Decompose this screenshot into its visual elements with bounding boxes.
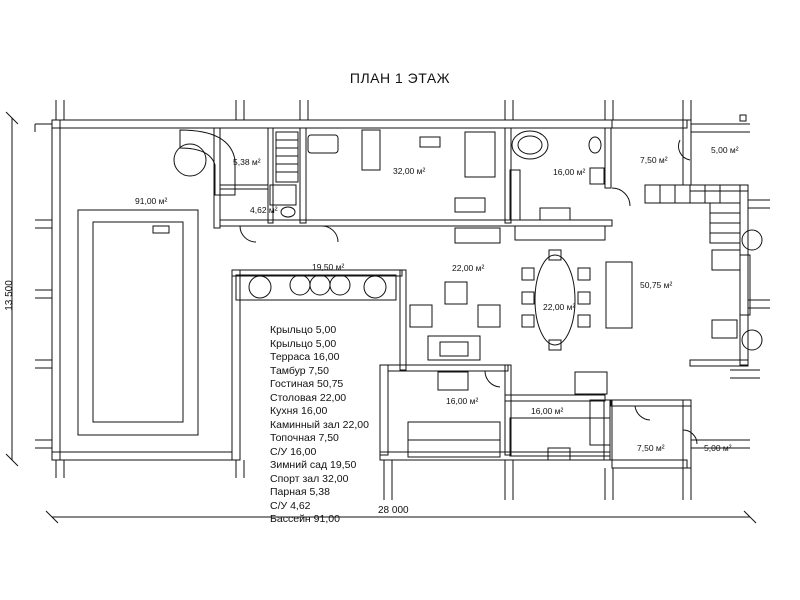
area-label-dining: 22,00 м²	[543, 302, 576, 312]
area-label-vestibule: 7,50 м²	[637, 443, 665, 453]
winter-garden-furniture	[236, 275, 396, 300]
area-label-porch-bottom: 5,00 м²	[704, 443, 732, 453]
fireplace-furniture	[410, 228, 500, 390]
dimension-lines	[6, 112, 756, 523]
legend-item: Столовая 22,00	[270, 391, 347, 404]
area-label-boiler-room: 7,50 м²	[640, 155, 668, 165]
legend-item: Парная 5,38	[270, 486, 330, 498]
sauna-furniture	[174, 130, 298, 217]
plan-title: ПЛАН 1 ЭТАЖ	[349, 70, 451, 86]
area-label-fireplace-hall: 22,00 м²	[452, 263, 485, 273]
legend-item: Гостиная 50,75	[270, 378, 344, 390]
legend-item: С/У 16,00	[270, 445, 317, 458]
log-ends	[35, 100, 770, 500]
interior-walls	[214, 128, 691, 455]
legend-item: Тамбур 7,50	[270, 364, 329, 377]
area-label-kitchen: 16,00 м²	[531, 406, 564, 416]
legend-item: Спорт зал 32,00	[270, 472, 349, 485]
pool	[78, 210, 198, 435]
legend-item: Крыльцо 5,00	[270, 324, 337, 336]
legend-item: Топочная 7,50	[270, 432, 339, 444]
area-label-living: 50,75 м²	[640, 280, 673, 290]
room-legend: Крыльцо 5,00 Крыльцо 5,00 Терраса 16,00 …	[270, 324, 369, 527]
living-furniture	[515, 226, 762, 350]
kitchen-furniture	[408, 372, 610, 460]
legend-item: Крыльцо 5,00	[270, 337, 337, 350]
height-dimension: 13 500	[3, 280, 15, 311]
legend-item: С/У 4,62	[270, 499, 311, 512]
dining-furniture	[522, 250, 590, 350]
area-label-pool: 91,00 м²	[135, 196, 168, 206]
doors	[240, 115, 746, 444]
legend-item: Каминный зал 22,00	[270, 418, 369, 431]
area-label-gym: 32,00 м²	[393, 166, 426, 176]
bathroom-fixtures	[510, 131, 604, 220]
legend-item: Кухня 16,00	[270, 405, 328, 417]
stairs	[645, 185, 740, 243]
area-label-bathroom-small: 4,62 м²	[250, 205, 278, 215]
area-label-porch-top: 5,00 м²	[711, 145, 739, 155]
width-dimension: 28 000	[378, 505, 409, 516]
legend-item: Бассейн 91,00	[270, 513, 340, 525]
area-label-steam-room: 5,38 м²	[233, 157, 261, 167]
legend-item: Терраса 16,00	[270, 351, 340, 363]
area-label-bathroom: 16,00 м²	[553, 167, 586, 177]
gym-equipment	[308, 130, 495, 212]
legend-item: Зимний сад 19,50	[270, 459, 357, 471]
area-label-terrace: 16,00 м²	[446, 396, 479, 406]
area-label-winter-garden: 19,50 м²	[312, 262, 345, 272]
